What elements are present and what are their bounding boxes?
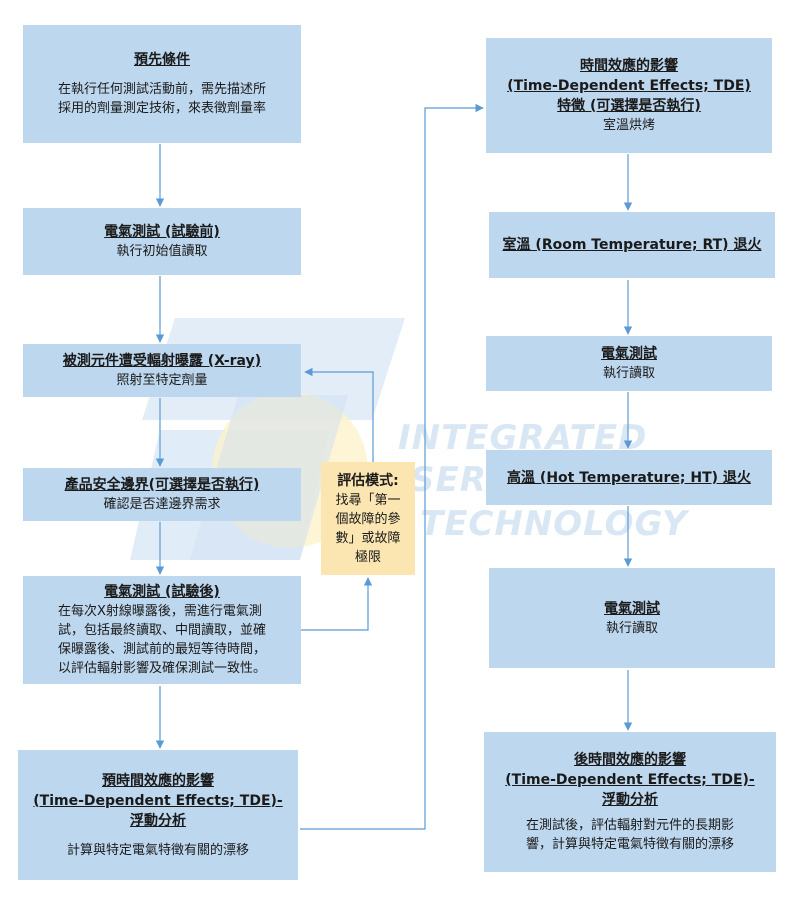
ht-anneal-title: 高溫 (Hot Temperature; HT) 退火	[507, 469, 751, 486]
post-test-body: 在每次X射線曝露後，需進行電氣測 試，包括最終讀取、中間讀取，並確 保曝露後、測…	[57, 604, 266, 676]
test1-title: 電氣測試	[601, 346, 657, 362]
precondition-body: 在執行任何測試活動前，需先描述所 採用的劑量測定技術，來表徵劑量率	[57, 82, 266, 116]
evaluation-body: 找尋「第一 個故障的參 數」或故障 極限	[335, 492, 401, 565]
pre-tde-body: 計算與特定電氣特徵有關的漂移	[66, 842, 249, 858]
tde-feature-title: 時間效應的影響 (Time-Dependent Effects; TDE) 特徵…	[507, 58, 751, 114]
pre-tde-title: 預時間效應的影響 (Time-Dependent Effects; TDE)- …	[33, 772, 283, 829]
arrow-tde-to-right	[300, 103, 484, 830]
xray-title: 被測元件遭受輻射曝露 (X-ray)	[62, 353, 262, 369]
pre-test-title: 電氣測試 (試驗前)	[104, 224, 220, 240]
tde-feature-body: 室溫烘烤	[602, 118, 655, 133]
box-pre-test: 電氣測試 (試驗前) 執行初始值讀取	[23, 208, 301, 275]
box-pre-tde: 預時間效應的影響 (Time-Dependent Effects; TDE)- …	[18, 750, 298, 880]
test2-body: 執行讀取	[605, 620, 658, 636]
pre-test-body: 執行初始值讀取	[116, 244, 208, 259]
test1-body: 執行讀取	[602, 366, 655, 381]
box-precondition: 預先條件 在執行任何測試活動前，需先描述所 採用的劑量測定技術，來表徵劑量率	[23, 25, 301, 143]
arrow-eval-to-xray	[304, 367, 374, 462]
rt-anneal-title: 室溫 (Room Temperature; RT) 退火	[502, 237, 762, 253]
box-xray: 被測元件遭受輻射曝露 (X-ray) 照射至特定劑量	[23, 344, 301, 397]
box-evaluation-mode: 評估模式: 找尋「第一 個故障的參 數」或故障 極限	[321, 462, 415, 575]
safety-margin-body: 確認是否達邊界需求	[103, 497, 221, 512]
post-test-title: 電氣測試 (試驗後)	[104, 584, 220, 600]
box-test2: 電氣測試 執行讀取	[489, 568, 775, 668]
precondition-title: 預先條件	[134, 52, 190, 68]
xray-body: 照射至特定劑量	[116, 373, 208, 388]
post-tde-body: 在測試後，評估輻射對元件的長期影 響，計算與特定電氣特徵有關的漂移	[525, 818, 734, 852]
post-tde-title: 後時間效應的影響 (Time-Dependent Effects; TDE)- …	[505, 752, 755, 808]
box-post-test: 電氣測試 (試驗後) 在每次X射線曝露後，需進行電氣測 試，包括最終讀取、中間讀…	[23, 576, 301, 684]
evaluation-title: 評估模式:	[337, 472, 399, 489]
box-test1: 電氣測試 執行讀取	[486, 336, 772, 391]
test2-title: 電氣測試	[604, 600, 660, 617]
safety-margin-title: 產品安全邊界(可選擇是否執行)	[64, 477, 260, 493]
box-rt-anneal: 室溫 (Room Temperature; RT) 退火	[489, 212, 775, 278]
box-post-tde: 後時間效應的影響 (Time-Dependent Effects; TDE)- …	[484, 732, 776, 872]
watermark-line3: TECHNOLOGY	[420, 504, 688, 544]
arrow-post-to-eval	[300, 577, 373, 631]
box-ht-anneal: 高溫 (Hot Temperature; HT) 退火	[486, 450, 772, 505]
box-safety-margin: 產品安全邊界(可選擇是否執行) 確認是否達邊界需求	[23, 468, 301, 521]
box-tde-feature: 時間效應的影響 (Time-Dependent Effects; TDE) 特徵…	[486, 38, 772, 153]
